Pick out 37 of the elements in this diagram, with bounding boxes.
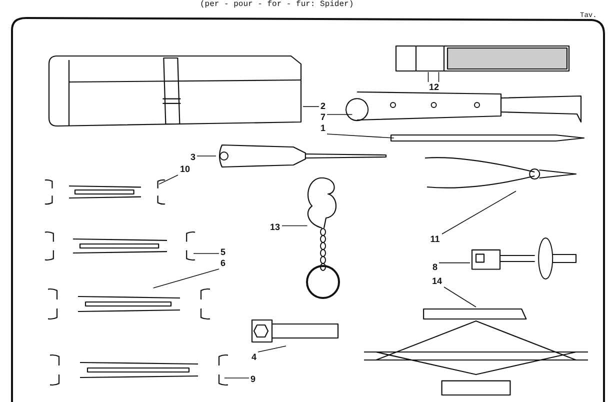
tool-roll-drawing xyxy=(395,45,570,72)
leader-line xyxy=(158,174,178,185)
screwdriver-drawing xyxy=(216,143,388,169)
callout-number: 11 xyxy=(428,234,442,245)
leader-line xyxy=(326,134,394,138)
leader-line xyxy=(302,106,320,107)
callout-number: 10 xyxy=(178,164,192,175)
callout-number: 13 xyxy=(268,222,282,233)
leader-line xyxy=(258,346,286,352)
leader-line xyxy=(326,114,353,115)
callout-number: 6 xyxy=(219,258,227,269)
callout-number: 9 xyxy=(249,374,257,385)
callout-number: 2 xyxy=(319,101,327,112)
header-text: (per - pour - for - fur: Spider) xyxy=(200,0,354,10)
leader-line xyxy=(282,225,308,226)
callout-number: 8 xyxy=(431,262,439,273)
leader-line xyxy=(438,262,470,264)
leader-line xyxy=(428,72,429,82)
open-end-wrench-drawing xyxy=(50,354,228,386)
open-end-wrench-drawing xyxy=(48,288,210,320)
leader-line xyxy=(444,286,476,308)
scissor-jack-drawing xyxy=(362,307,590,397)
leader-line xyxy=(438,72,440,82)
callout-number: 14 xyxy=(430,276,444,287)
callout-number: 1 xyxy=(319,123,327,134)
leader-line xyxy=(193,253,220,254)
callout-number: 4 xyxy=(250,352,258,363)
socket-wrench-drawing xyxy=(470,237,578,280)
open-end-wrench-drawing xyxy=(45,231,195,261)
leader-line xyxy=(442,190,516,234)
callout-number: 3 xyxy=(189,152,197,163)
tommy-bar-drawing xyxy=(390,133,585,143)
callout-number: 12 xyxy=(427,82,441,93)
callout-number: 7 xyxy=(319,112,327,123)
callout-number: 5 xyxy=(219,247,227,258)
leader-line xyxy=(152,268,220,288)
open-end-wrench-drawing xyxy=(45,179,165,205)
